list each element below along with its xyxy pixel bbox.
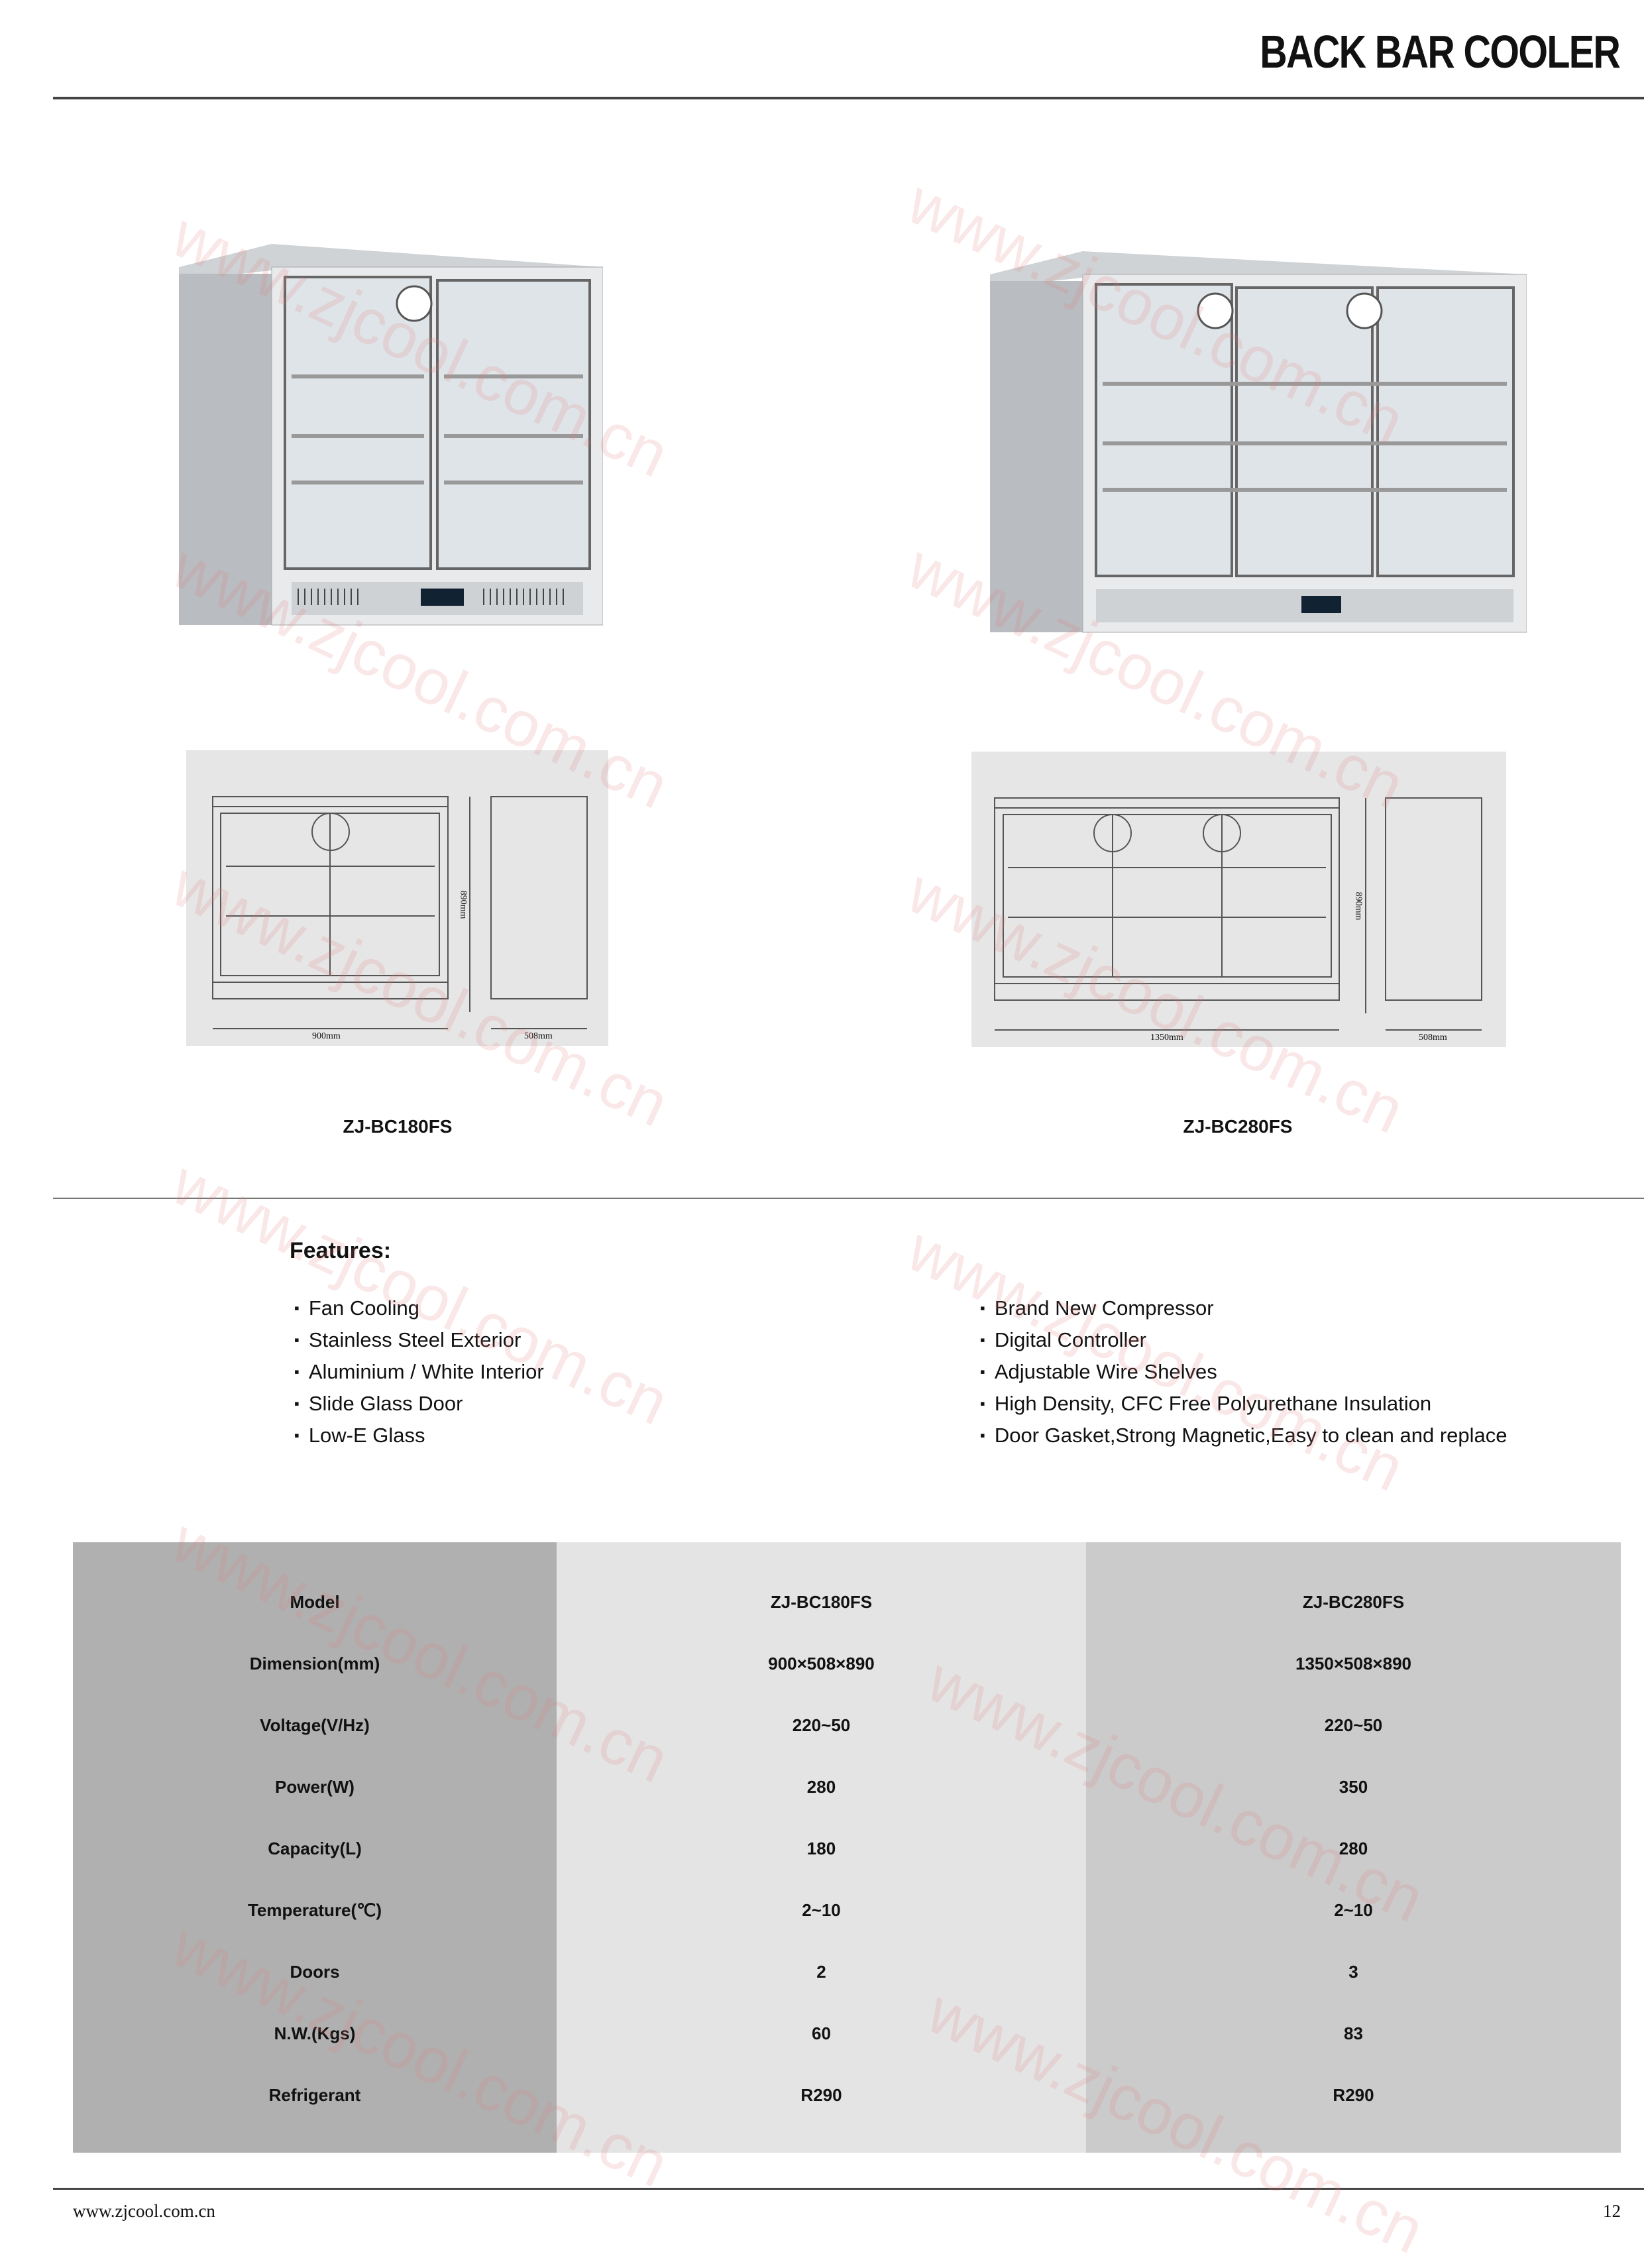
spec-column-zj-bc180fs: ZJ-BC180FS 900×508×890 220~50 280 180 2~10 2 60… bbox=[557, 1542, 1086, 2153]
spec-value: 83 bbox=[1344, 2023, 1363, 2043]
page-title: BACK BAR COOLER bbox=[1259, 26, 1621, 78]
spec-value: 2 bbox=[816, 1962, 826, 1982]
feature-item: Brand New Compressor bbox=[980, 1292, 1507, 1324]
spec-value: ZJ-BC180FS bbox=[770, 1592, 873, 1612]
spec-label: Dimension(mm) bbox=[249, 1654, 380, 1673]
height-dimension: 890mm bbox=[458, 890, 468, 919]
features-heading: Features: bbox=[290, 1238, 392, 1263]
width-dimension: 900mm bbox=[312, 1031, 341, 1041]
section-divider bbox=[53, 1198, 1644, 1199]
footer-website: www.zjcool.com.cn bbox=[73, 2201, 215, 2221]
spec-value: R290 bbox=[800, 2085, 842, 2105]
model-label: ZJ-BC180FS bbox=[343, 1116, 453, 1137]
product-photo-zj-bc180fs bbox=[179, 244, 603, 626]
feature-item: Aluminium / White Interior bbox=[294, 1356, 544, 1388]
spec-label: Temperature(℃) bbox=[247, 1900, 382, 1920]
feature-item: Low-E Glass bbox=[294, 1420, 544, 1451]
spec-label: Doors bbox=[290, 1962, 340, 1982]
spec-label: Capacity(L) bbox=[268, 1839, 362, 1858]
spec-label: Power(W) bbox=[275, 1777, 355, 1797]
dimension-drawing-zj-bc180fs: 900mm 508mm 890mm bbox=[186, 750, 608, 1046]
spec-value: ZJ-BC280FS bbox=[1302, 1592, 1405, 1612]
product-photo-zj-bc280fs bbox=[990, 251, 1527, 633]
feature-item: Digital Controller bbox=[980, 1324, 1507, 1356]
spec-value: 280 bbox=[1339, 1839, 1368, 1858]
feature-item: Fan Cooling bbox=[294, 1292, 544, 1324]
spec-value: 350 bbox=[1339, 1777, 1368, 1797]
features-list-left: Fan Cooling Stainless Steel Exterior Alu… bbox=[294, 1292, 544, 1451]
spec-value: 180 bbox=[806, 1839, 836, 1858]
dimension-drawing-zj-bc280fs: 1350mm 508mm 890mm bbox=[971, 752, 1506, 1047]
spec-label: Refrigerant bbox=[268, 2085, 361, 2105]
spec-value: 220~50 bbox=[1324, 1715, 1383, 1735]
spec-value: 220~50 bbox=[792, 1715, 851, 1735]
feature-item: High Density, CFC Free Polyurethane Insu… bbox=[980, 1388, 1507, 1420]
depth-dimension: 508mm bbox=[524, 1031, 553, 1041]
model-label: ZJ-BC280FS bbox=[1183, 1116, 1293, 1137]
depth-dimension: 508mm bbox=[1419, 1033, 1447, 1043]
spec-value: 3 bbox=[1348, 1962, 1358, 1982]
spec-label: N.W.(Kgs) bbox=[274, 2023, 356, 2043]
spec-label: Voltage(V/Hz) bbox=[260, 1715, 370, 1735]
spec-value: R290 bbox=[1333, 2085, 1374, 2105]
footer-divider bbox=[53, 2188, 1644, 2190]
page-number: 12 bbox=[1603, 2201, 1621, 2221]
feature-item: Stainless Steel Exterior bbox=[294, 1324, 544, 1356]
feature-item: Door Gasket,Strong Magnetic,Easy to clea… bbox=[980, 1420, 1507, 1451]
spec-label: Model bbox=[290, 1592, 340, 1612]
spec-value: 2~10 bbox=[1334, 1900, 1373, 1920]
spec-value: 280 bbox=[806, 1777, 836, 1797]
spec-value: 900×508×890 bbox=[768, 1654, 875, 1673]
spec-value: 1350×508×890 bbox=[1295, 1654, 1411, 1673]
spec-column-zj-bc280fs: ZJ-BC280FS 1350×508×890 220~50 350 280 2~10 3 8… bbox=[1086, 1542, 1621, 2153]
header-divider bbox=[53, 97, 1644, 99]
height-dimension: 890mm bbox=[1353, 891, 1364, 921]
width-dimension: 1350mm bbox=[1150, 1033, 1183, 1043]
feature-item: Slide Glass Door bbox=[294, 1388, 544, 1420]
features-list-right: Brand New Compressor Digital Controller … bbox=[980, 1292, 1507, 1451]
spec-value: 60 bbox=[812, 2023, 831, 2043]
feature-item: Adjustable Wire Shelves bbox=[980, 1356, 1507, 1388]
spec-value: 2~10 bbox=[802, 1900, 841, 1920]
